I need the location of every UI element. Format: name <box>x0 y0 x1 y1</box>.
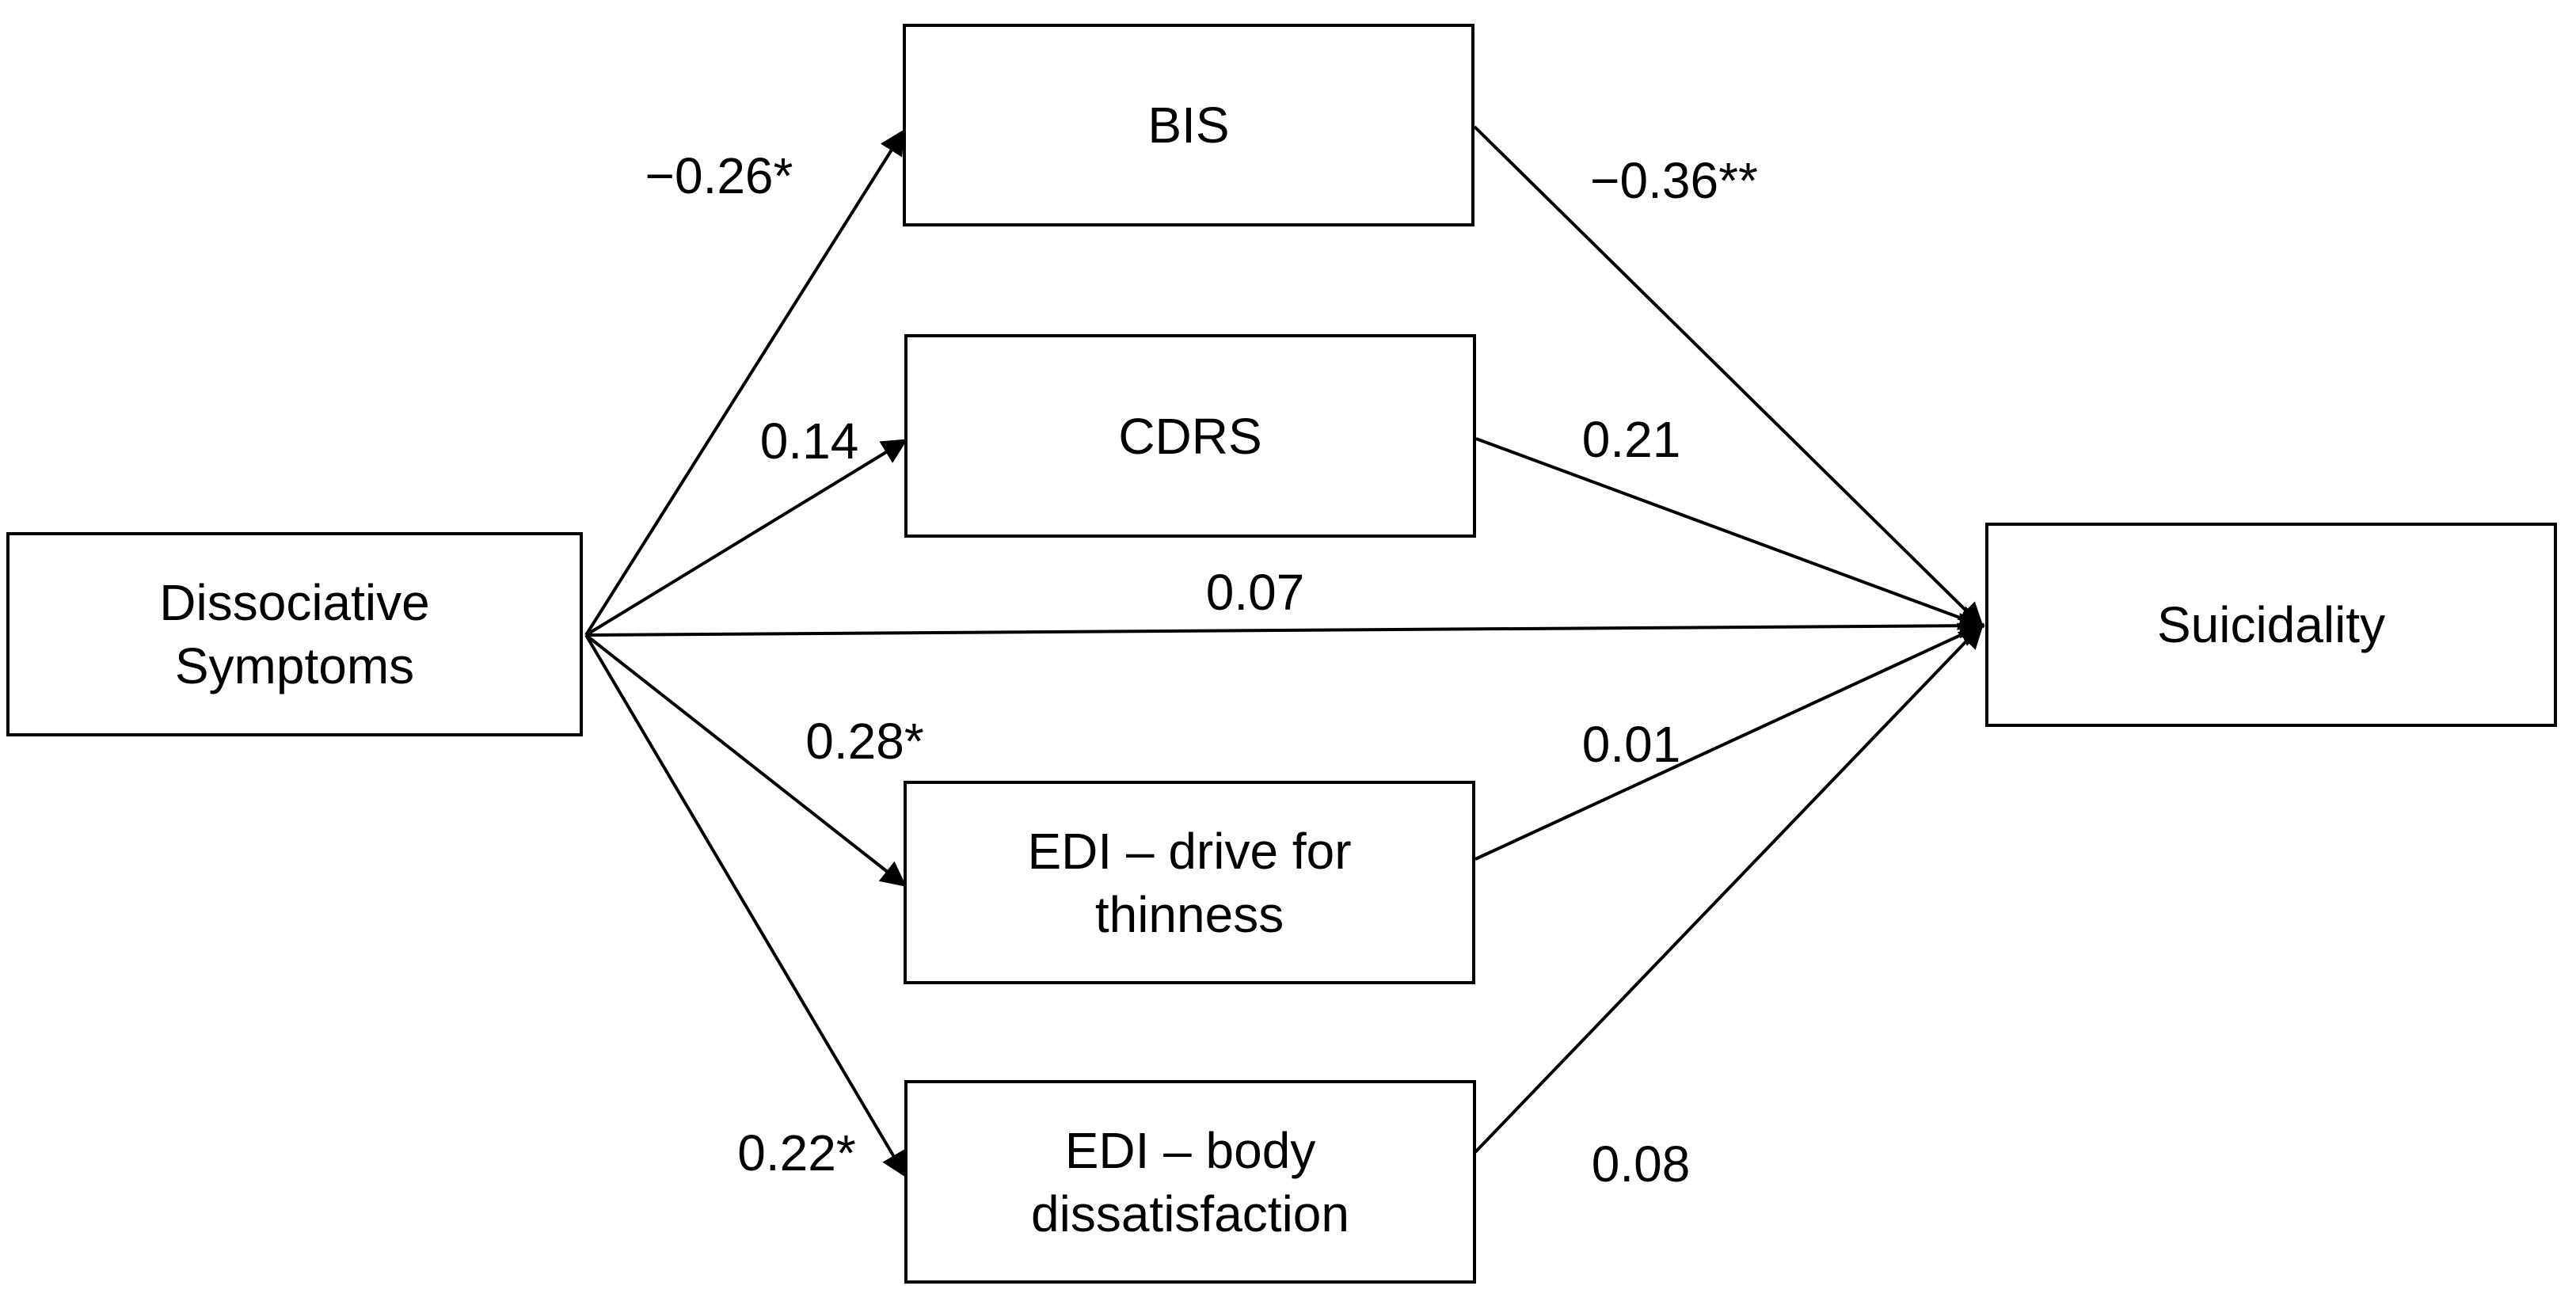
edge-ds-to-bis <box>584 128 905 637</box>
coefficient-ds-to-bis: −0.26* <box>645 147 793 204</box>
coefficient-ds-to-edi-body: 0.22* <box>737 1124 856 1181</box>
node-edi-body-dissatisfaction: EDI – body dissatisfaction <box>904 1080 1476 1284</box>
node-bis-label: BIS <box>1147 97 1230 154</box>
node-suicidality: Suicidality <box>1985 523 2557 727</box>
coefficient-ds-to-edi-drive: 0.28* <box>805 713 924 770</box>
coefficient-edi-drive-to-suicidality: 0.01 <box>1581 716 1681 773</box>
edge-ds-to-suicidality-direct <box>585 613 1985 639</box>
coefficient-cdrs-to-suicidality: 0.21 <box>1581 411 1681 468</box>
node-dissociative-symptoms: Dissociative Symptoms <box>6 532 583 736</box>
edge-ds-to-cdrs <box>584 439 908 637</box>
node-edi-drive-for-thinness: EDI – drive for thinness <box>904 781 1475 984</box>
node-bis: BIS <box>903 24 1474 226</box>
node-suicidality-label: Suicidality <box>2156 596 2386 653</box>
coefficient-ds-to-suicidality-direct: 0.07 <box>1205 564 1305 621</box>
node-cdrs: CDRS <box>904 334 1476 538</box>
coefficient-bis-to-suicidality: −0.36** <box>1590 152 1758 209</box>
node-edi-drive-for-thinness-label: EDI – drive for thinness <box>1027 822 1352 943</box>
node-edi-body-dissatisfaction-label: EDI – body dissatisfaction <box>1031 1121 1349 1242</box>
coefficient-ds-to-cdrs: 0.14 <box>759 413 859 470</box>
edge-edi-body-to-suicidality <box>1474 622 1984 1154</box>
node-dissociative-symptoms-label: Dissociative Symptoms <box>159 574 430 694</box>
coefficient-edi-body-to-suicidality: 0.08 <box>1591 1136 1691 1193</box>
edge-edi-drive-to-suicidality <box>1474 622 1985 861</box>
edge-cdrs-to-suicidality <box>1475 437 1985 630</box>
node-cdrs-label: CDRS <box>1118 407 1262 465</box>
